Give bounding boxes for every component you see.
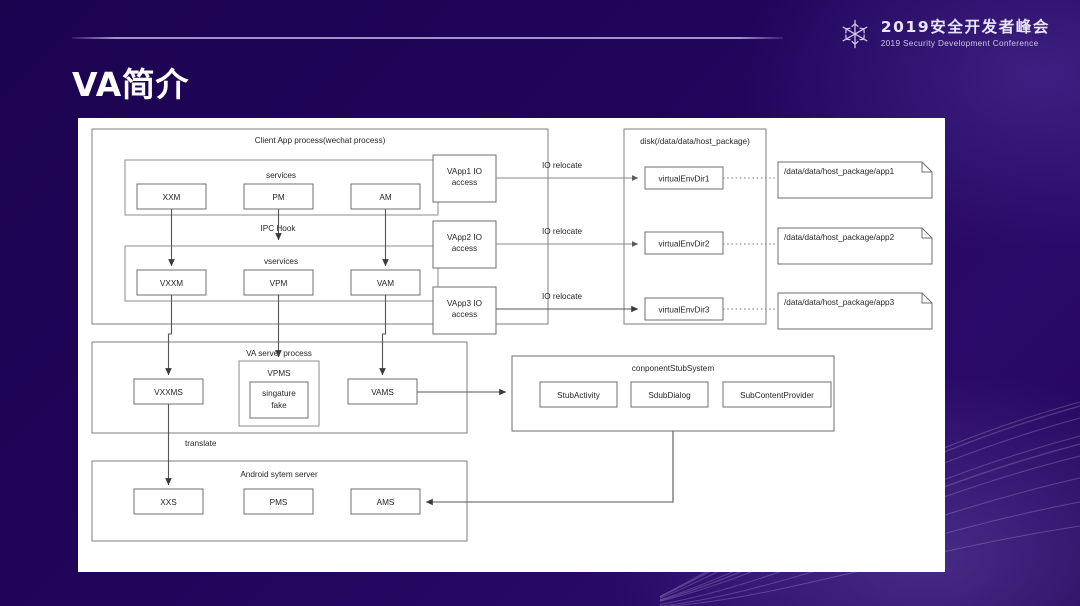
box-singature: singature [262, 389, 296, 398]
diagram-panel: Client App process(wechat process) servi… [78, 118, 945, 572]
box-vapp1-line2: access [452, 178, 477, 187]
edge-vam-vams [379, 295, 387, 376]
box-subcontentprovider: SubContentProvider [740, 391, 814, 400]
doc-shape-3 [777, 292, 933, 330]
box-vapp2-line2: access [452, 244, 477, 253]
group-label-android-system: Android sytem server [240, 470, 318, 479]
box-virtualenvdir2: virtualEnvDir2 [659, 240, 710, 249]
box-virtualenvdir1: virtualEnvDir1 [659, 175, 710, 184]
box-ams: AMS [377, 498, 395, 507]
edge-label-io-relocate-2: IO relocate [542, 227, 582, 236]
edge-vxxm-vxxms [165, 295, 173, 376]
logo-title-cn: 2019安全开发者峰会 [880, 18, 1050, 37]
box-vxxm: VXXM [160, 279, 183, 288]
group-label-services: services [266, 171, 296, 180]
edge-componentstub-ams [425, 431, 674, 506]
page-title: VA简介 [72, 65, 189, 104]
box-xxm: XXM [163, 193, 181, 202]
doc-shape-2 [777, 227, 933, 265]
box-vxxms: VXXMS [154, 388, 183, 397]
conference-logo: 2019安全开发者峰会 2019 Security Development Co… [838, 17, 1050, 51]
group-label-client-app: Client App process(wechat process) [255, 136, 386, 145]
box-vapp3-line2: access [452, 310, 477, 319]
edge-label-io-relocate-1: IO relocate [542, 161, 582, 170]
group-label-vservices: vservices [264, 257, 298, 266]
logo-title-en: 2019 Security Development Conference [880, 38, 1039, 48]
box-sdubdialog: SdubDialog [648, 391, 691, 400]
box-vam: VAM [377, 279, 394, 288]
edge-label-translate: translate [185, 439, 217, 448]
doc-path-2: /data/data/host_package/app2 [784, 233, 895, 242]
doc-path-3: /data/data/host_package/app3 [784, 298, 895, 307]
box-vapp1-line1: VApp1 IO [447, 167, 482, 176]
doc-shape-1 [777, 161, 933, 199]
box-pms: PMS [270, 498, 288, 507]
box-am: AM [379, 193, 391, 202]
box-vapp3-line1: VApp3 IO [447, 299, 482, 308]
group-label-disk: disk(/data/data/host_package) [640, 137, 750, 146]
box-xxs: XXS [160, 498, 177, 507]
doc-path-1: /data/data/host_package/app1 [784, 167, 895, 176]
box-pm: PM [272, 193, 284, 202]
snowflake-icon [842, 19, 868, 49]
box-vpm: VPM [270, 279, 288, 288]
box-vams: VAMS [371, 388, 394, 397]
header-divider [72, 37, 783, 39]
architecture-diagram: Client App process(wechat process) servi… [91, 128, 933, 542]
box-vpms: VPMS [267, 369, 291, 378]
box-fake: fake [271, 401, 287, 410]
edge-label-io-relocate-3: IO relocate [542, 292, 582, 301]
box-vapp2-line1: VApp2 IO [447, 233, 482, 242]
box-virtualenvdir3: virtualEnvDir3 [659, 306, 710, 315]
group-label-component-stub: conponentStubSystem [632, 364, 715, 373]
box-stubactivity: StubActivity [557, 391, 601, 400]
